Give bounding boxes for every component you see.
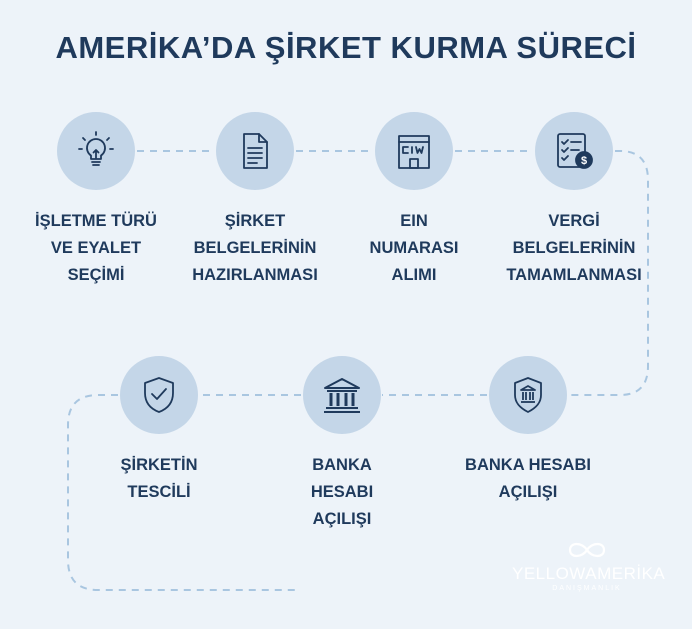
lightbulb-icon [78,131,114,166]
step-business-type: İŞLETME TÜRÜ VE EYALET SEÇİMİ [16,112,176,289]
bank-icon [324,378,360,413]
logo-subtitle: DANIŞMANLIK [552,585,622,592]
step-circle [375,112,453,190]
step-circle [120,356,198,434]
step-bank-account: BANKA HESABI AÇILIŞI [262,356,422,533]
step-label: ŞİRKET BELGELERİNİN HAZIRLANMASI [192,212,318,284]
step-circle [489,356,567,434]
shield-check-icon [144,377,174,413]
brand-logo: YELLOWAMERİKA DANIŞMANLIK [512,538,666,592]
step-circle: $ [535,112,613,190]
step-label: BANKA HESABI AÇILIŞI [310,456,374,528]
step-label: BANKA HESABI AÇILIŞI [465,456,591,501]
step-label: ŞİRKETİN TESCİLİ [120,456,198,501]
infinity-logo-icon [568,542,606,558]
step-circle [216,112,294,190]
step-ein-number: EIN NUMARASI ALIMI [334,112,494,289]
building-icon [398,135,430,169]
step-tax-documents: $ VERGİ BELGELERİNİN TAMAMLANMASI [494,112,654,289]
tax-checklist-icon: $ [557,133,593,169]
logo-name: YELLOWAMERİKA [512,564,666,583]
step-circle [57,112,135,190]
step-company-registration: ŞİRKETİN TESCİLİ [79,356,239,506]
page-title: AMERİKA’DA ŞİRKET KURMA SÜRECİ [55,30,637,65]
svg-text:$: $ [581,155,587,167]
step-label: İŞLETME TÜRÜ VE EYALET SEÇİMİ [35,212,157,284]
document-icon [243,133,268,169]
step-label: VERGİ BELGELERİNİN TAMAMLANMASI [506,212,642,284]
step-company-documents: ŞİRKET BELGELERİNİN HAZIRLANMASI [175,112,335,289]
step-circle [303,356,381,434]
bank-badge-icon [514,377,542,413]
step-label: EIN NUMARASI ALIMI [369,212,459,284]
step-bank-account-2: BANKA HESABI AÇILIŞI [448,356,608,506]
